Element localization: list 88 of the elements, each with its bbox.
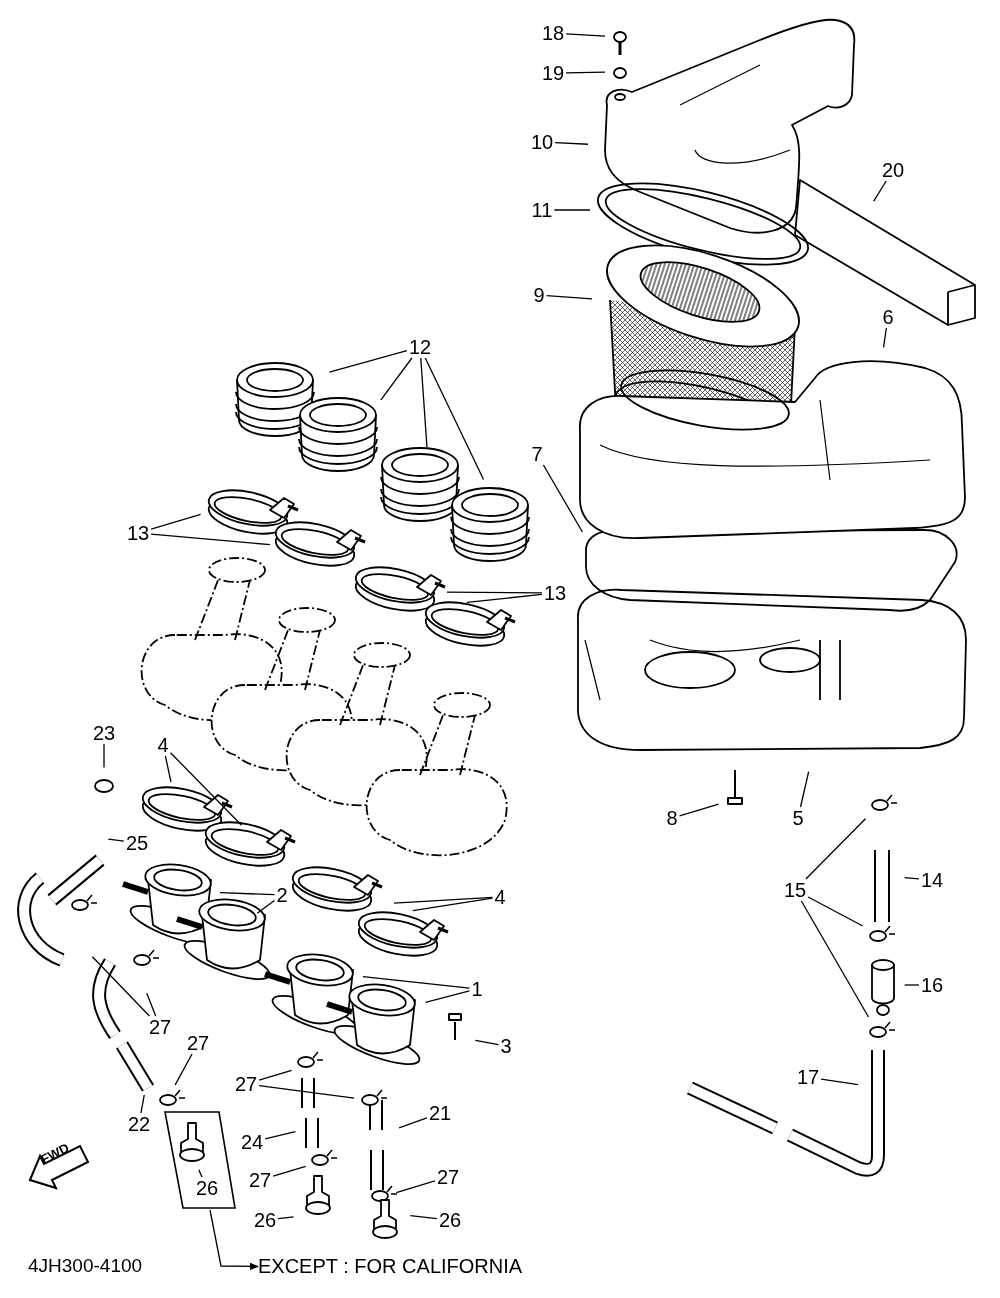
callout-number: 4	[155, 734, 171, 756]
callout-number: 3	[498, 1035, 514, 1057]
callout-number: 20	[879, 159, 907, 181]
note-text: EXCEPT : FOR CALIFORNIA	[258, 1255, 523, 1278]
callout-number: 21	[426, 1102, 454, 1124]
direction-label: FWD	[38, 1140, 72, 1167]
leader-line	[150, 533, 271, 546]
callout-number: 26	[436, 1209, 464, 1231]
callout-number: 19	[539, 62, 567, 84]
leader-line	[150, 513, 202, 530]
part-code: 4JH300-4100	[28, 1255, 143, 1277]
leader-line	[91, 956, 151, 1017]
callout-number: 17	[794, 1066, 822, 1088]
callout-number: 9	[531, 284, 547, 306]
leader-line	[169, 752, 243, 826]
callout-number: 25	[123, 832, 151, 854]
leader-line	[328, 350, 408, 373]
leader-line	[272, 1165, 307, 1177]
leader-line	[264, 1130, 297, 1140]
callout-number: 14	[918, 869, 946, 891]
callout-number: 22	[125, 1113, 153, 1135]
leader-line	[256, 899, 276, 914]
leader-line	[395, 1180, 436, 1194]
leader-line	[807, 896, 864, 927]
leader-line	[805, 818, 867, 880]
leader-line	[409, 1214, 438, 1220]
callout-number: 10	[528, 131, 556, 153]
callout-number: 12	[406, 336, 434, 358]
callout-number: 2	[274, 884, 290, 906]
callout-number: 5	[790, 807, 806, 829]
callout-number: 8	[664, 807, 680, 829]
leader-line	[799, 770, 810, 808]
callout-number: 24	[238, 1131, 266, 1153]
leader-line	[277, 1216, 295, 1220]
callout-number: 13	[541, 582, 569, 604]
leader-line	[258, 1085, 355, 1099]
callout-number: 26	[193, 1177, 221, 1199]
leader-line	[554, 142, 589, 145]
leader-line	[140, 1094, 145, 1114]
leader-line	[474, 1039, 500, 1046]
leader-line	[380, 357, 413, 401]
leader-line	[545, 294, 593, 300]
leader-line	[820, 1078, 859, 1086]
callout-number: 11	[529, 199, 555, 221]
leader-line	[565, 33, 606, 37]
leader-line	[198, 1169, 203, 1178]
callout-number: 27	[246, 1169, 274, 1191]
callout-number: 23	[90, 722, 118, 744]
leader-line	[219, 891, 276, 896]
leader-line	[103, 743, 105, 769]
callout-number: 27	[232, 1073, 260, 1095]
callout-number: 27	[434, 1166, 462, 1188]
leader-line	[800, 900, 870, 1018]
leader-line	[904, 877, 920, 880]
callout-number: 7	[529, 443, 545, 465]
leader-line	[107, 838, 125, 842]
leader-line	[174, 1053, 193, 1086]
leader-line	[362, 975, 471, 989]
leader-line	[398, 1117, 428, 1129]
callout-number: 27	[184, 1032, 212, 1054]
leader-line	[553, 209, 591, 211]
callout-number: 15	[781, 879, 809, 901]
leader-line	[258, 1069, 293, 1081]
leader-line	[446, 591, 543, 594]
leader-line	[542, 464, 584, 533]
leader-line	[412, 897, 494, 912]
callout-number: 27	[146, 1016, 174, 1038]
leader-line	[424, 357, 485, 481]
leader-line	[393, 896, 494, 904]
callout-number: 26	[251, 1209, 279, 1231]
callout-number: 6	[880, 306, 896, 328]
arrow	[209, 1209, 259, 1271]
dashed-box	[163, 1110, 237, 1210]
leader-line	[424, 990, 471, 1003]
callout-number: 4	[492, 886, 508, 908]
callout-number: 13	[124, 522, 152, 544]
leader-line	[420, 357, 428, 448]
callout-number: 1	[469, 978, 485, 1000]
leader-line	[146, 992, 157, 1017]
callout-number: 16	[918, 974, 946, 996]
leader-line	[678, 803, 720, 817]
leader-line	[873, 180, 887, 202]
leader-line	[882, 327, 888, 349]
leader-line	[565, 71, 606, 74]
leader-line	[164, 755, 172, 783]
callout-number: 18	[539, 22, 567, 44]
leader-line	[904, 984, 920, 986]
leader-line	[466, 593, 543, 604]
